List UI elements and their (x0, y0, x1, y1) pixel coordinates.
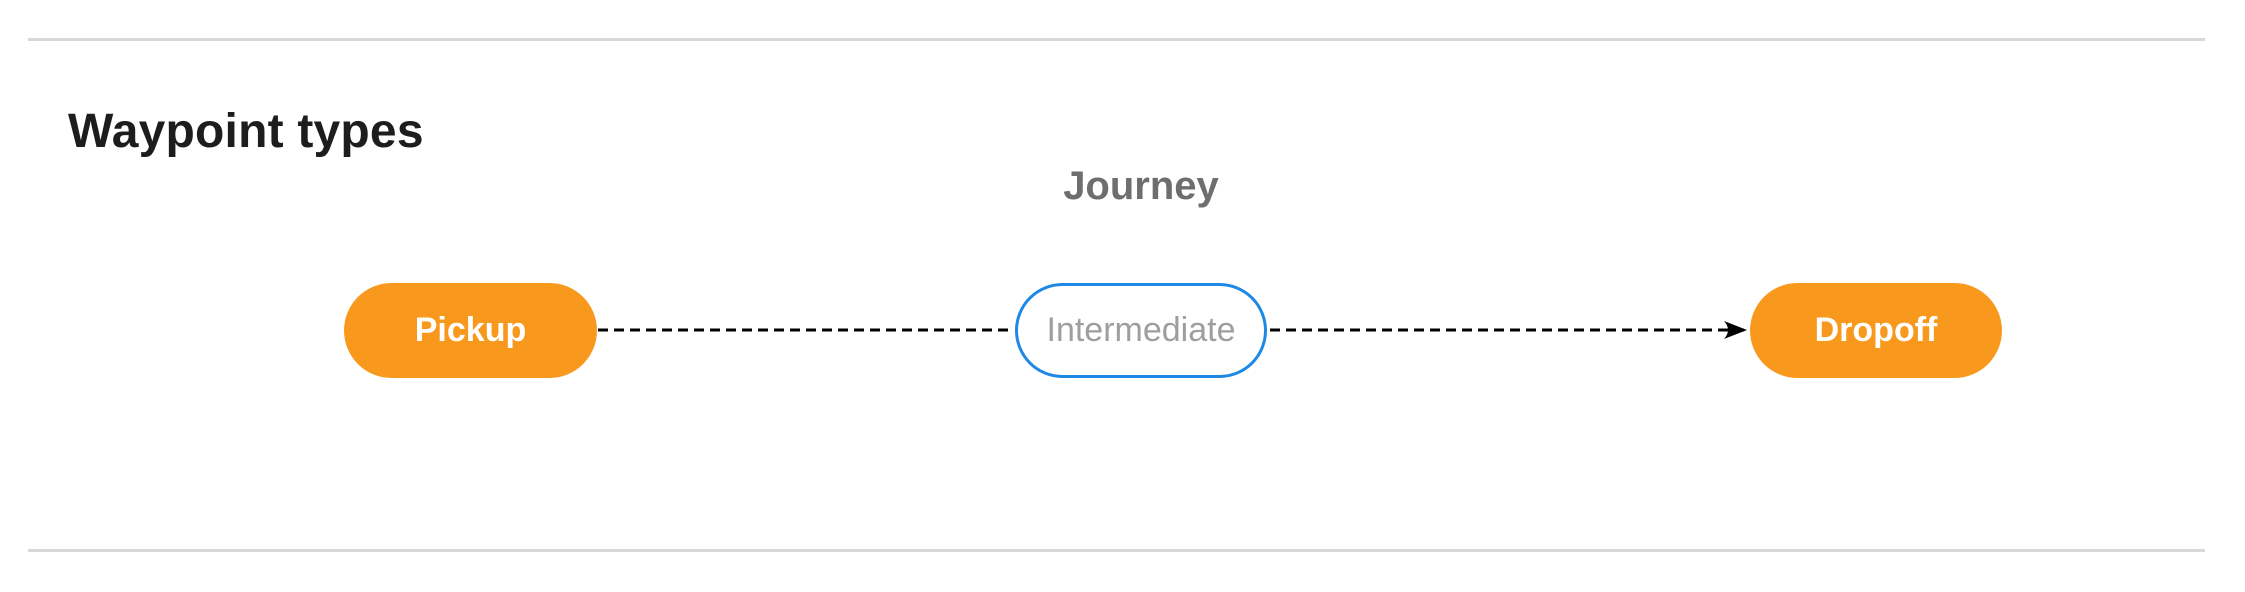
node-intermediate-label: Intermediate (1046, 311, 1236, 349)
section-title: Waypoint types (68, 104, 424, 158)
node-intermediate: Intermediate (1015, 283, 1267, 378)
top-divider (28, 38, 2205, 41)
node-pickup: Pickup (344, 283, 597, 378)
node-pickup-label: Pickup (414, 311, 527, 349)
node-dropoff: Dropoff (1750, 283, 2002, 378)
journey-label: Journey (1063, 164, 1219, 208)
bottom-divider (28, 549, 2205, 552)
node-dropoff-label: Dropoff (1814, 311, 1938, 349)
